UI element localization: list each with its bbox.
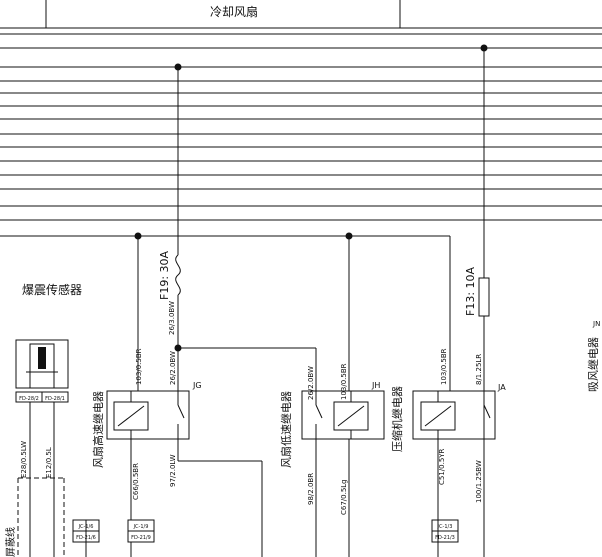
conn-jc-1-6: JC-1/6 [78, 524, 94, 530]
fuse-f19-wire-label: 26/3.0BW [168, 301, 176, 335]
knock-sensor: 爆震传感器 FD-28/2 FD-28/1 E28/0.5LW E12/0.5L… [4, 282, 82, 557]
relay-fan-low-wire-tr: 103/0.5BR [340, 363, 348, 400]
conn-jc-1-9: JC-1/9 [133, 524, 149, 530]
relay-blower-code: JN [592, 320, 600, 328]
relay-compressor-wire-bl: C51/0.5YR [438, 448, 446, 485]
relay-fan-low-name: 风扇低速继电器 [279, 391, 293, 468]
relay-fan-high-code: JG [192, 381, 202, 390]
relay-fan-low-wire-bl: 98/2.0BR [307, 473, 315, 505]
relay-compressor-wire-tr: 8/1.25LR [475, 354, 483, 385]
relay-compressor-wire-br: 100/1.25BW [475, 460, 483, 503]
fuse-f13-label: F13: 10A [464, 266, 477, 316]
fuse-f19-label: F19: 30A [158, 250, 171, 300]
knock-wire-right: E12/0.5L [45, 447, 53, 478]
relay-fan-high-wire-br: 97/2.0LW [169, 454, 177, 487]
relay-fan-low-code: JH [371, 381, 380, 390]
relay-fan-low-wire-tl: 26/2.0BW [307, 366, 315, 400]
diagram-title: 冷却风扇 [210, 4, 258, 19]
fuse-f19: F19: 30A 26/3.0BW [158, 67, 181, 348]
relay-compressor-wire-tl: 103/0.5BR [440, 348, 448, 385]
relay-fan-high: 风扇高速继电器 JG 103/0.5BR 26/2.0BW C66/0.5BR … [72, 236, 263, 557]
relay-fan-high-wire-tl: 103/0.5BR [135, 348, 143, 385]
relay-fan-low: 风扇低速继电器 JH 26/2.0BW 103/0.5BR 98/2.0BR C… [178, 236, 385, 557]
fuse-f13: F13: 10A [464, 48, 490, 557]
conn-jc-1-3: JC-1/3 [437, 524, 453, 530]
knock-conn-right: FD-28/1 [45, 396, 65, 402]
relay-blower-name: 吸风继电器 [587, 337, 600, 392]
knock-sensor-label: 爆震传感器 [22, 282, 82, 297]
shield-wire-label: 屏蔽线 [4, 527, 17, 557]
knock-conn-left: FD-28/2 [19, 396, 39, 402]
conn-fd-21-3: FD-21/3 [435, 535, 455, 541]
title-frame: 冷却风扇 [0, 0, 602, 29]
relay-blower: JN 吸风继电器 [587, 320, 600, 392]
relay-compressor-code: JA [497, 383, 506, 392]
relay-fan-low-wire-br: C67/0.5Lg [340, 479, 348, 515]
relay-fan-high-name: 风扇高速继电器 [91, 391, 105, 468]
relay-fan-high-wire-bl: C66/0.5BR [132, 463, 140, 500]
relay-compressor: 压缩机继电器 JA 103/0.5BR 8/1.25LR C51/0.5YR 1… [390, 236, 506, 557]
knock-wire-left: E28/0.5LW [20, 441, 28, 478]
relay-compressor-name: 压缩机继电器 [390, 386, 404, 452]
conn-fd-21-9: FD-21/9 [131, 535, 151, 541]
relay-fan-high-wire-tr: 26/2.0BW [169, 351, 177, 385]
conn-fd-21-6: FD-21/6 [76, 535, 96, 541]
bus-lines [0, 33, 602, 237]
